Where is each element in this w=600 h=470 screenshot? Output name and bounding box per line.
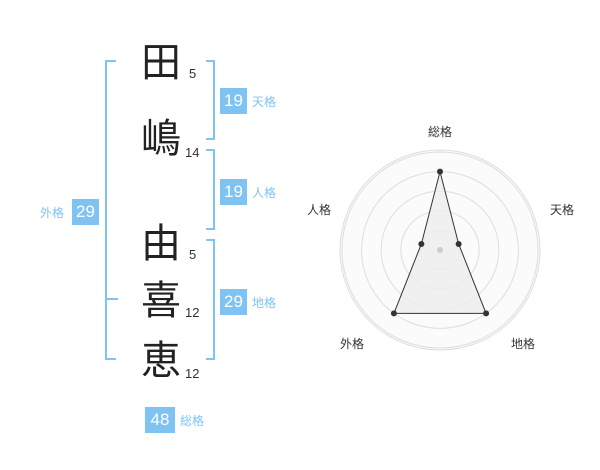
stroke-count-4: 12 (185, 305, 200, 320)
jinkaku-label: 人格 (252, 186, 277, 200)
tenkaku-value: 19 (220, 88, 247, 114)
name-char-4: 喜 (141, 278, 181, 324)
radar-point-1 (455, 240, 462, 247)
gaikaku-label: 外格 (40, 206, 65, 220)
radar-point-4 (418, 240, 425, 247)
radar-center (437, 247, 443, 253)
stroke-count-3: 5 (189, 247, 197, 262)
radar-ring-5 (341, 151, 539, 349)
radar-label-jinkaku: 人格 (307, 203, 332, 217)
name-char-1: 田 (141, 40, 181, 86)
radar-point-2 (483, 310, 490, 317)
name-char-5: 恵 (141, 338, 181, 384)
radar-polygon (393, 171, 487, 314)
bracket-lines (105, 60, 215, 360)
gaikaku-value: 29 (72, 199, 99, 225)
jinkaku-bracket (206, 149, 215, 230)
chikaku-bracket (206, 239, 215, 360)
radar-label-soukaku: 総格 (428, 125, 453, 139)
stroke-count-1: 5 (189, 66, 197, 81)
chikaku-label: 地格 (252, 296, 277, 310)
radar-label-tenkaku: 天格 (550, 203, 575, 217)
chikaku-value: 29 (220, 289, 247, 315)
stroke-count-5: 12 (185, 366, 200, 381)
radar-point-0 (437, 168, 443, 175)
tenkaku-label: 天格 (252, 95, 277, 109)
soukaku-label: 総格 (180, 414, 205, 428)
name-char-2: 嶋 (141, 116, 181, 162)
gaikaku-bracket (105, 60, 116, 360)
radar-label-gaikaku: 外格 (340, 337, 365, 351)
soukaku-value: 48 (145, 407, 175, 433)
name-char-3: 由 (141, 221, 181, 267)
radar-label-chikaku: 地格 (511, 337, 536, 351)
tenkaku-bracket (206, 60, 215, 140)
stroke-count-2: 14 (185, 145, 200, 160)
radar-point-3 (390, 310, 397, 317)
jinkaku-value: 19 (220, 179, 247, 205)
